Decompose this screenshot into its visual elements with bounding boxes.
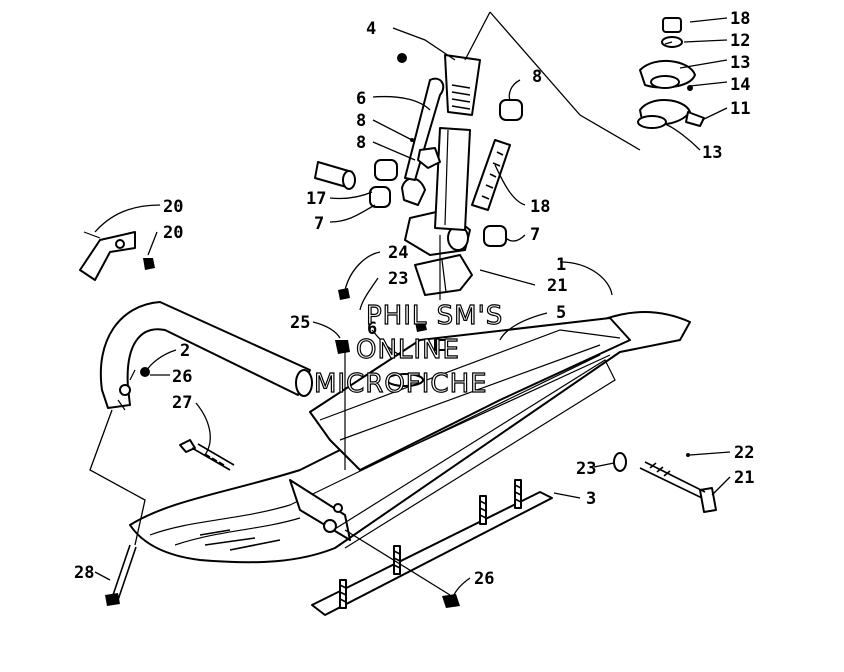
watermark-line-2: ONLINE bbox=[356, 335, 460, 365]
callout-20: 21 bbox=[547, 276, 567, 296]
spindle-bracket bbox=[401, 54, 481, 256]
callout-26b: 26 bbox=[474, 569, 494, 589]
callout-14: 14 bbox=[730, 75, 750, 95]
callout-25: 25 bbox=[290, 313, 310, 333]
callout-21: 21 bbox=[734, 468, 754, 488]
callout-17: 18 bbox=[730, 9, 750, 29]
callout-7: 7 bbox=[314, 214, 324, 234]
callout-6: 6 bbox=[356, 89, 366, 109]
callout-28: 28 bbox=[74, 563, 94, 583]
callout-12: 12 bbox=[730, 31, 750, 51]
callout-13: 13 bbox=[730, 53, 750, 73]
callout-4: 5 bbox=[556, 303, 566, 323]
callout-15: 17 bbox=[306, 189, 326, 209]
callout-23b: 23 bbox=[576, 459, 596, 479]
callout-18b: 20 bbox=[163, 223, 183, 243]
bushings bbox=[369, 99, 523, 247]
shock-bracket bbox=[79, 231, 155, 281]
spacer-tube bbox=[314, 161, 356, 190]
bolt-21 bbox=[613, 452, 717, 513]
watermark-line-3: MICROFICHE bbox=[314, 369, 488, 399]
watermark: PHIL SM'S ONLINE MICROFICHE bbox=[313, 300, 503, 399]
callout-8: 8 bbox=[356, 133, 366, 153]
callout-22: 22 bbox=[734, 443, 754, 463]
callout-23: 23 bbox=[388, 269, 408, 289]
callout-5: 6 bbox=[367, 319, 377, 339]
callout-11: 11 bbox=[730, 99, 750, 119]
callout-27: 27 bbox=[172, 393, 192, 413]
bolt-28 bbox=[105, 544, 137, 606]
ski-pad bbox=[414, 254, 473, 296]
decal bbox=[471, 139, 511, 211]
callout-3: 3 bbox=[586, 489, 596, 509]
watermark-line-1: PHIL SM'S bbox=[366, 301, 503, 331]
wear-bar bbox=[311, 479, 553, 616]
callout-24: 24 bbox=[388, 243, 408, 263]
callout-labels: 4 6 8 8 8 17 7 7 18 20 20 24 23 21 1 5 6… bbox=[74, 9, 754, 589]
callout-10: 4 bbox=[366, 19, 376, 39]
ski-loop bbox=[99, 301, 313, 411]
top-right-hardware bbox=[637, 17, 705, 129]
bolt-27 bbox=[179, 439, 235, 471]
ski-frame bbox=[309, 317, 631, 471]
callout-1: 1 bbox=[556, 255, 566, 275]
callout-8b: 8 bbox=[532, 67, 542, 87]
callout-2: 2 bbox=[180, 341, 190, 361]
callout-7b: 7 bbox=[530, 225, 540, 245]
callout-26: 26 bbox=[172, 367, 192, 387]
callout-13b: 13 bbox=[702, 143, 722, 163]
callout-9: 8 bbox=[356, 111, 366, 131]
leader-lines bbox=[89, 11, 731, 598]
callout-16: 18 bbox=[530, 197, 550, 217]
callout-18: 20 bbox=[163, 197, 183, 217]
